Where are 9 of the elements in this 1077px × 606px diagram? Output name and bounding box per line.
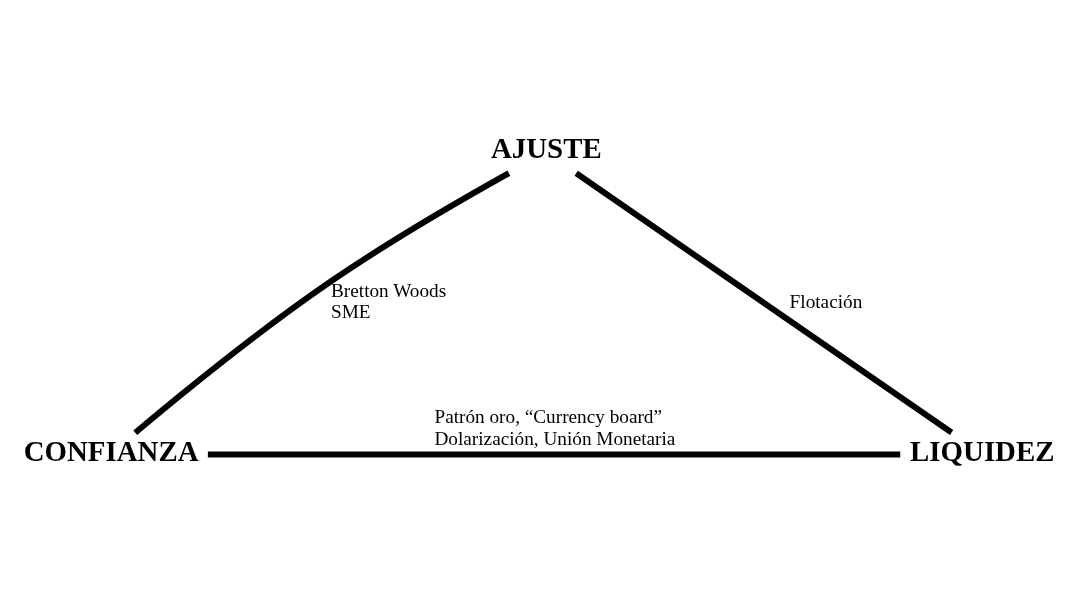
node-text: CONFIANZA <box>23 434 199 467</box>
connector <box>133 170 511 435</box>
edge-label: Patrón oro, “Currency board” Dolarización, Unión Monetaria <box>434 406 676 449</box>
connector <box>207 451 901 458</box>
edge-label: Flotación <box>789 290 863 312</box>
connector <box>574 170 954 435</box>
node-text: LIQUIDEZ <box>910 434 1055 467</box>
node-text: AJUSTE <box>490 131 602 164</box>
edge-label: Bretton Woods SME <box>331 279 447 323</box>
